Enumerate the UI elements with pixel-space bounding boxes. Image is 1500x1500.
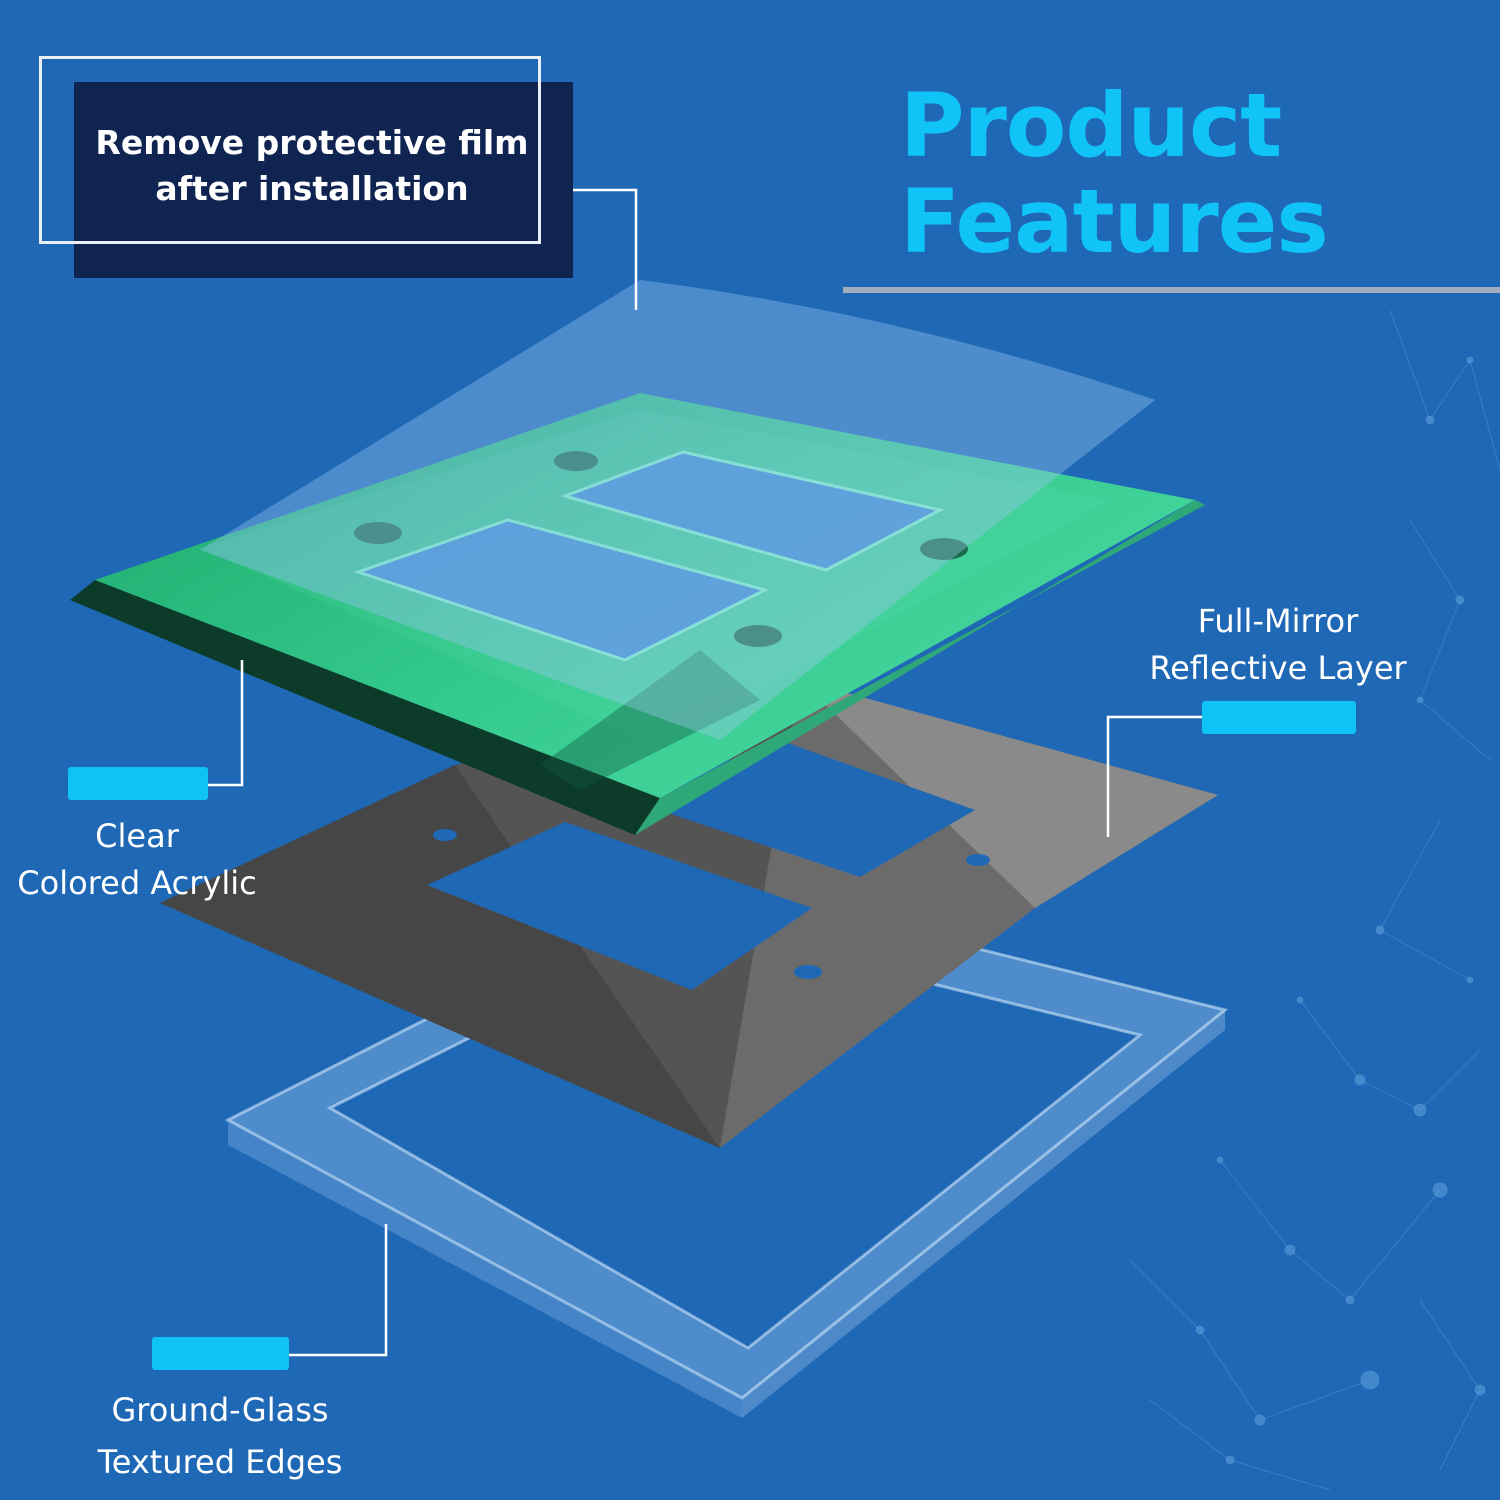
protective-film: [200, 280, 1155, 740]
mirror-layer-label-line-2: Reflective Layer: [1149, 649, 1407, 687]
film-callout-box: [74, 82, 573, 278]
acrylic-label-line-1: Clear: [95, 817, 179, 855]
mirror-layer-label-line-1: Full-Mirror: [1197, 602, 1359, 640]
title-line-2: Features: [900, 170, 1329, 273]
edges-label-line-1: Ground-Glass: [111, 1391, 329, 1429]
film-callout-line-2: after installation: [155, 169, 469, 208]
edges-connector: [262, 1224, 388, 1357]
acrylic-tag: [68, 767, 208, 800]
connector-lines: [172, 188, 1230, 1357]
film-callout-line-1: Remove protective film: [95, 123, 529, 162]
edges-tag: [152, 1337, 289, 1370]
title-line-1: Product: [900, 74, 1282, 177]
film-callout-text: Remove protective film after installatio…: [74, 120, 550, 212]
edges-label: Ground-Glass Textured Edges: [84, 1384, 356, 1488]
title-underline: [843, 287, 1500, 293]
mirror-connector: [1106, 715, 1230, 837]
acrylic-label-line-2: Colored Acrylic: [17, 864, 257, 902]
mirror-layer-label: Full-Mirror Reflective Layer: [1140, 598, 1416, 692]
acrylic-label: Clear Colored Acrylic: [6, 813, 268, 907]
network-texture: [1129, 309, 1500, 1491]
mirror-layer-tag: [1202, 701, 1356, 734]
film-callout-outline: [39, 56, 541, 244]
edges-label-line-2: Textured Edges: [97, 1443, 343, 1481]
page-title: Product Features: [900, 74, 1329, 273]
